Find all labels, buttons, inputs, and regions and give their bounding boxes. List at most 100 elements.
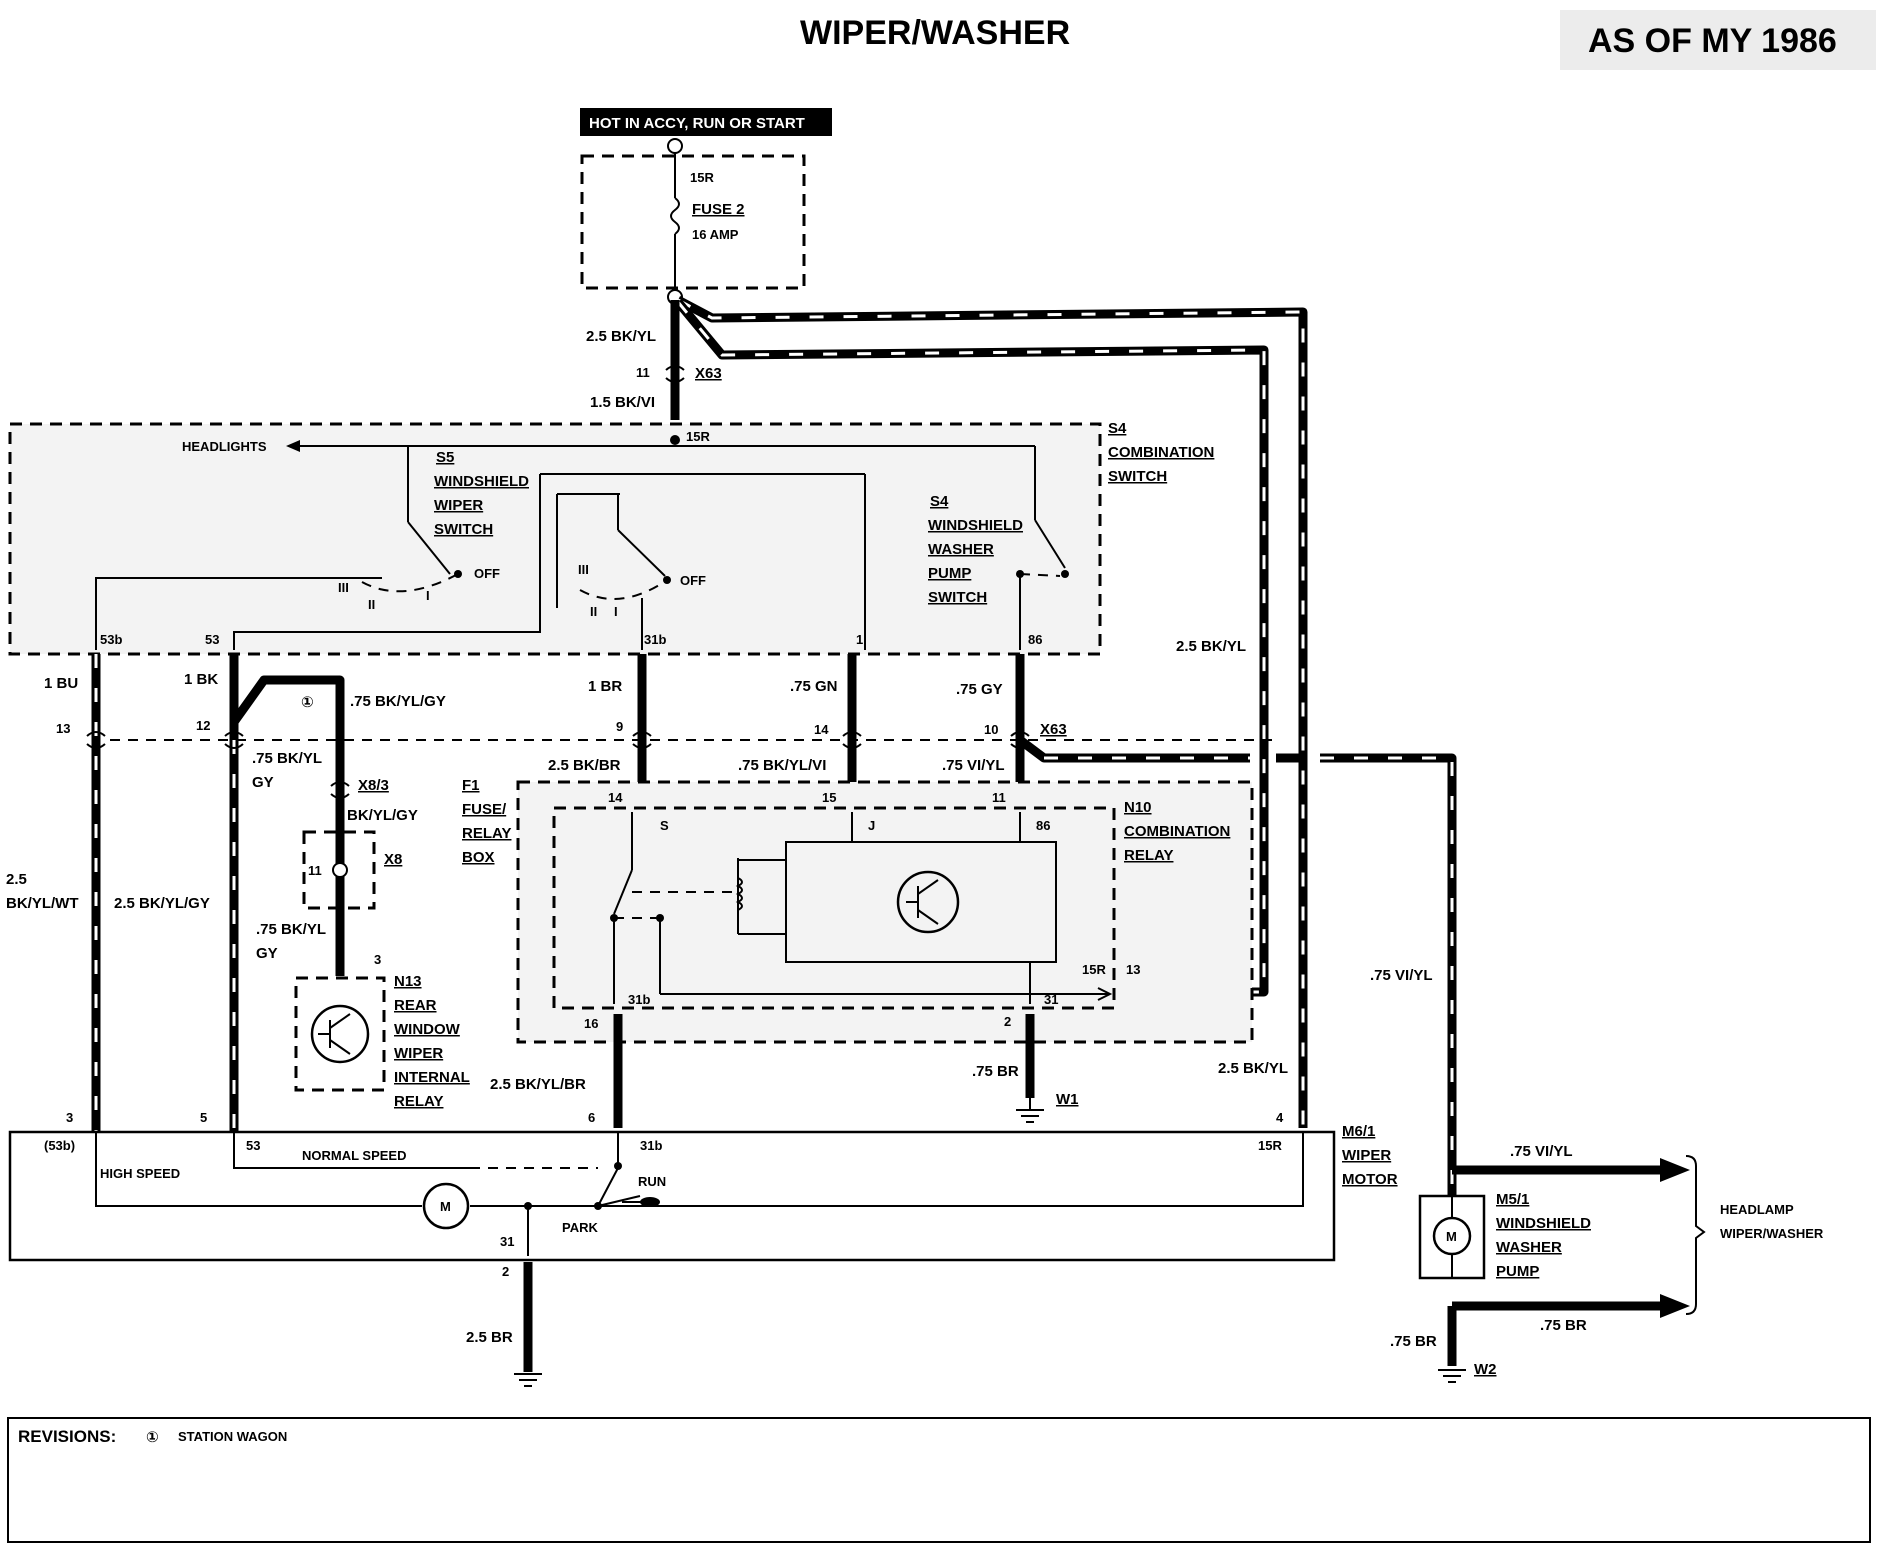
ground-w2-icon [1438,1369,1466,1383]
relay-13: 13 [1126,962,1140,977]
wire-gy-a: GY [252,774,274,791]
revisions-text: STATION WAGON [178,1429,287,1444]
pump-name-1: WINDSHIELD [1496,1215,1591,1232]
wire-bkylgy: BK/YL/GY [347,807,418,824]
conn-14: 14 [814,722,829,737]
s5-off-1: OFF [474,566,500,581]
run-contact [640,1197,660,1207]
ground-main-icon [514,1373,542,1387]
s5-pos-I-b: I [614,604,618,619]
relay-86: 86 [1036,818,1050,833]
s5-pos-III-a: III [338,580,349,595]
n13-pin: 3 [374,952,381,967]
fuse-2-element [670,197,680,235]
headlights-label: HEADLIGHTS [182,439,267,454]
switch-terminal-15r: 15R [686,429,710,444]
n10-id: N10 [1124,799,1152,816]
motor-pin-6: 6 [588,1110,595,1125]
n10-relay-box [552,806,1116,1010]
wire-bkylvi: .75 BK/YL/VI [738,757,826,774]
wire-viyl-mid: .75 VI/YL [942,757,1005,774]
s4-id: S4 [1108,420,1127,437]
n10-name-2: RELAY [1124,847,1173,864]
relay-S: S [660,818,669,833]
s5-pos-II-b: II [590,604,597,619]
s4w-line-1: WINDSHIELD [928,517,1023,534]
wiper-motor-icon [422,1182,470,1230]
relay-transistor-icon [896,870,960,934]
motor-park: PARK [562,1220,598,1235]
wire-feed-sw: 1.5 BK/VI [590,394,655,411]
x63-label-2: X63 [1040,721,1067,738]
pump-name-0: M5/1 [1496,1191,1529,1208]
washer-pump-m: M [1446,1229,1457,1244]
motor-pin-4: 4 [1276,1110,1284,1125]
wire-station-wagon [230,675,345,830]
headlamp-line-1: WIPER/WASHER [1720,1226,1824,1241]
wiper-motor-m: M [440,1199,451,1214]
fuse-2-housing [580,154,806,290]
motor-name-0: M6/1 [1342,1123,1375,1140]
switch-t53b: 53b [100,632,122,647]
s5-pos-II-a: II [368,597,375,612]
ground-w2: W2 [1474,1361,1497,1378]
wire-bk1: 1 BK [184,671,218,688]
wire-sw-bkylgy: .75 BK/YL/GY [350,693,446,710]
relay-31: 31 [1044,992,1058,1007]
diagram-title: WIPER/WASHER [800,14,1070,52]
s5-blade-1 [407,521,451,575]
wire-bkyl75-a: .75 BK/YL [252,750,322,767]
s4w-id: S4 [930,493,949,510]
f1-p14: 14 [608,790,623,805]
motor-t31: 31 [500,1234,514,1249]
x63-label: X63 [695,365,722,382]
s5-pos-III-b: III [578,562,589,577]
motor-t15r: 15R [1258,1138,1282,1153]
wire-viyl-right: .75 VI/YL [1370,967,1433,984]
s5-line-2: WIPER [434,497,483,514]
fuse-rating: 16 AMP [692,227,739,242]
headlights-arrow [286,440,300,452]
wire-feed-main: 2.5 BK/YL [586,328,656,345]
fuse-name: FUSE 2 [692,201,745,218]
wire-bkylwt-a: 2.5 [6,871,27,888]
wire-br-out: .75 BR [1540,1317,1587,1334]
conn-13: 13 [56,721,70,736]
relay-15r: 15R [1082,962,1106,977]
combination-switch-housing [8,422,1102,656]
relay-module [785,841,1057,963]
f1-p16: 16 [584,1016,598,1031]
model-year-shade [1560,10,1876,70]
revisions-marker: ① [146,1429,159,1446]
wire-br1: 1 BR [588,678,622,695]
feed-wire-outer [675,296,1308,1128]
motor-high-speed: HIGH SPEED [100,1166,180,1181]
x63-pin-11: 11 [636,365,650,380]
motor-p2: 2 [502,1264,509,1279]
s5-line-1: WINDSHIELD [434,473,529,490]
arrow-bottom [1660,1294,1690,1318]
revisions-box [7,1417,1871,1543]
model-year: AS OF MY 1986 [1588,22,1837,60]
wire-bkyl75-b: .75 BK/YL [256,921,326,938]
wire-viyl-out: .75 VI/YL [1510,1143,1573,1160]
f1-p15: 15 [822,790,836,805]
wire-bkylgy25: 2.5 BK/YL/GY [114,895,210,912]
conn-9: 9 [616,719,623,734]
x8-connector [302,830,376,910]
relay-coil [735,877,743,911]
s4w-blade [1034,519,1066,569]
arrow-top [1660,1158,1690,1182]
s4w-line-3: PUMP [928,565,971,582]
s4w-line-2: WASHER [928,541,994,558]
s5-id: S5 [436,449,454,466]
f1-p2: 2 [1004,1014,1011,1029]
switch-t31b: 31b [644,632,666,647]
s4-name-2: SWITCH [1108,468,1167,485]
ground-w1-icon [1016,1098,1044,1123]
wire-bkylwt-b: BK/YL/WT [6,895,79,912]
s5-pos-I-a: I [426,588,430,603]
wire-br-w2: .75 BR [1390,1333,1437,1350]
n13-line-1: REAR [394,997,437,1014]
wire-br75: .75 BR [972,1063,1019,1080]
